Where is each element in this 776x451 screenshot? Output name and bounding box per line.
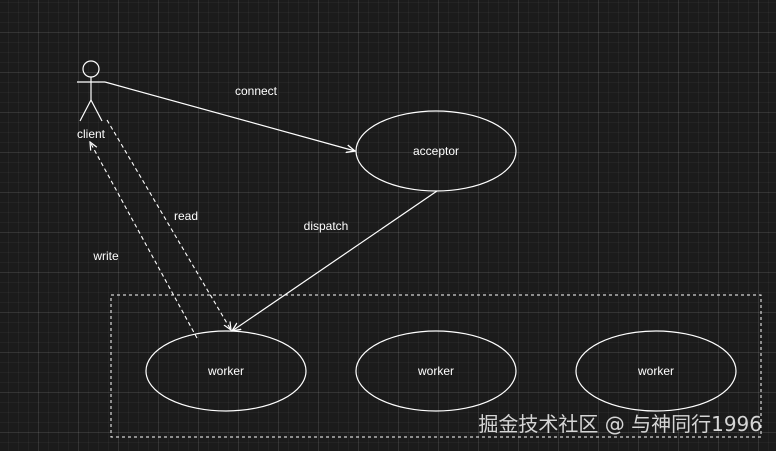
write-label: write [92,249,119,263]
worker-node-3[interactable]: worker [575,330,737,412]
read-arrow [106,119,231,330]
worker-ellipse [575,330,737,412]
connect-edge[interactable]: connect [104,81,355,151]
acceptor-node[interactable]: acceptor [355,110,517,192]
client-actor[interactable]: client [77,60,106,141]
dispatch-label: dispatch [304,219,349,233]
read-edge[interactable]: read [106,119,231,330]
client-label: client [77,127,106,141]
actor-head [82,60,100,78]
worker-label: worker [417,364,454,378]
connect-arrow [104,81,355,151]
watermark-text: 掘金技术社区 @ 与神同行1996 [478,412,762,436]
acceptor-label: acceptor [413,144,459,158]
write-arrow [90,142,198,339]
connect-label: connect [235,84,278,98]
worker-label: worker [637,364,674,378]
read-label: read [174,209,198,223]
worker-node-1[interactable]: worker [145,330,307,412]
worker-node-2[interactable]: worker [355,330,517,412]
actor-left-leg [79,99,92,122]
worker-pool-container[interactable] [110,294,762,438]
write-edge[interactable]: write [90,142,198,339]
actor-right-leg [90,99,103,122]
worker-label: worker [207,364,244,378]
worker-ellipse [355,330,517,412]
dispatch-edge[interactable]: dispatch [232,190,438,331]
dispatch-arrow [232,190,438,331]
